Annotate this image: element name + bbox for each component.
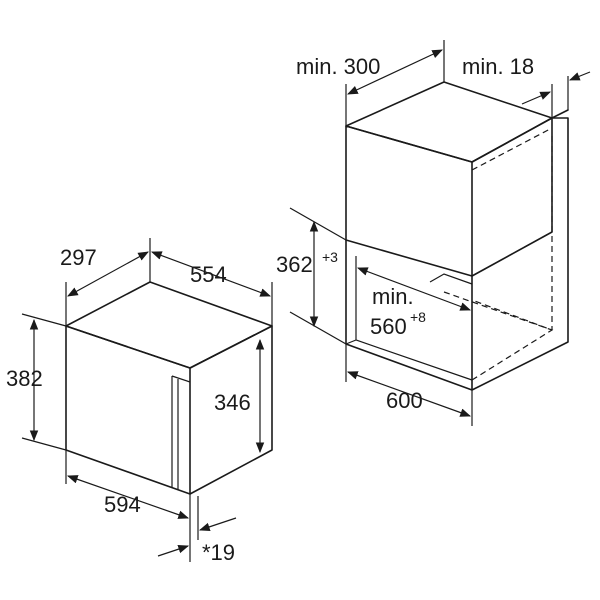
- dim-362: 362 +3: [276, 207, 347, 345]
- dim-346-label: 346: [214, 390, 251, 415]
- dim-382-label: 382: [6, 366, 43, 391]
- niche-drawing: [345, 81, 569, 391]
- dim-min-560-prefix: min.: [372, 284, 414, 309]
- niche-inner-left: [355, 256, 473, 381]
- niche-bottom-front: [345, 339, 357, 345]
- upper-cabinet-front: [345, 125, 473, 277]
- niche-shelf: [429, 273, 473, 285]
- dim-297: 297: [60, 238, 151, 326]
- hidden-edge-back-top: [471, 231, 553, 277]
- dim-600-label: 600: [386, 388, 423, 413]
- upper-cabinet-side: [471, 117, 553, 277]
- microwave-drawing: [65, 281, 273, 495]
- hidden-edge-upper: [471, 127, 553, 171]
- dim-min-560-tolerance: +8: [410, 309, 426, 325]
- dim-600: 600: [345, 344, 473, 426]
- niche-opening: [345, 239, 473, 391]
- dim-min-18: min. 18: [462, 54, 591, 118]
- dim-362-label: 362: [276, 252, 313, 277]
- dim-594-label: 594: [104, 492, 141, 517]
- dim-min-560: min. 560 +8: [356, 267, 472, 339]
- cabinet-side-edge: [551, 109, 569, 119]
- upper-cabinet-top: [345, 81, 553, 163]
- dim-554: 554: [150, 251, 273, 326]
- microwave-side-face: [189, 325, 273, 495]
- dim-min-18-label: min. 18: [462, 54, 534, 79]
- dim-346: 346: [214, 338, 265, 454]
- hidden-edge-floor: [471, 299, 554, 381]
- dim-362-tolerance: +3: [322, 249, 338, 265]
- hidden-edge-floor-back: [443, 291, 553, 331]
- microwave-top-face: [65, 281, 273, 369]
- dim-554-label: 554: [190, 262, 227, 287]
- dim-594: 594: [65, 450, 191, 562]
- cabinet-side-panel: [471, 117, 569, 391]
- dim-min-300-label: min. 300: [296, 54, 380, 79]
- dim-19: *19: [157, 496, 237, 565]
- dim-297-label: 297: [60, 245, 97, 270]
- dim-min-560-value: 560: [370, 314, 407, 339]
- dim-382: 382: [6, 313, 67, 451]
- dim-19-label: *19: [202, 540, 235, 565]
- dim-min-300: min. 300: [296, 40, 445, 126]
- microwave-panel-top: [171, 375, 191, 383]
